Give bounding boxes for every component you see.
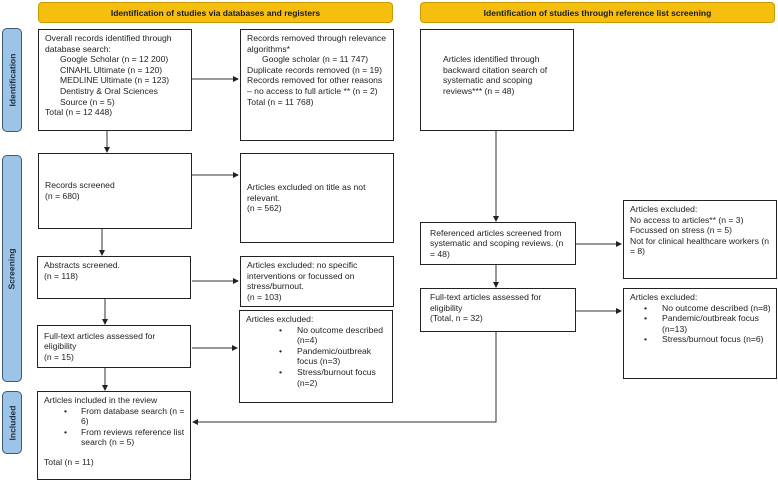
box-title: Records screened <box>45 180 115 191</box>
box-records-screened: Records screened (n = 680) <box>38 153 192 229</box>
stage-label: Included <box>7 405 18 440</box>
list-item: Pandemic/outbreak focus (n=3) <box>279 346 387 367</box>
box-ref-excluded-fulltext: Articles excluded: No outcome described … <box>623 288 777 379</box>
box-ref-fulltext: Full-text articles assessed for eligibil… <box>420 288 576 332</box>
box-title: Abstracts screened. <box>44 260 120 270</box>
box-title: Articles excluded: no specific intervent… <box>247 260 358 292</box>
header-references: Identification of studies through refere… <box>420 2 775 23</box>
header-databases: Identification of studies via databases … <box>38 2 393 23</box>
box-included: Articles included in the review From dat… <box>37 391 191 480</box>
box-line: Focussed on stress (n = 5) <box>630 225 732 236</box>
box-line: No access to articles** (n = 3) <box>630 214 744 225</box>
stage-screening: Screening <box>2 155 22 382</box>
box-records-removed: Records removed through relevance algori… <box>240 29 394 141</box>
source-item: MEDLINE Ultimate (n = 123) <box>60 75 170 86</box>
source-item: Dentistry & Oral Sciences Source (n = 5) <box>60 85 158 107</box>
box-count: (n = 103) <box>247 291 282 302</box>
included-list: From database search (n = 6) From review… <box>44 406 185 448</box>
box-title: Full-text articles assessed for eligibil… <box>44 330 156 352</box>
list-item: No outcome described (n=4) <box>279 325 387 346</box>
list-item: Stress/burnout focus (n=2) <box>279 367 387 388</box>
box-count: (n = 562) <box>247 203 282 214</box>
box-count: (n = 15) <box>44 351 74 362</box>
box-fulltext-assessed: Full-text articles assessed for eligibil… <box>37 325 191 368</box>
box-title: Articles excluded: <box>630 204 698 214</box>
box-excluded-abstracts: Articles excluded: no specific intervent… <box>240 256 394 307</box>
list-item: From reviews reference list search (n = … <box>64 427 185 448</box>
box-title: Articles included in the review <box>44 395 158 405</box>
box-count: (n = 680) <box>45 191 80 201</box>
box-total: Total (n = 11) <box>44 456 94 467</box>
box-excluded-fulltext: Articles excluded: No outcome described … <box>239 310 393 403</box>
box-total: Total (n = 12 448) <box>45 107 113 118</box>
stage-label: Screening <box>7 247 18 290</box>
stage-included: Included <box>2 391 22 454</box>
stage-label: Identification <box>7 53 18 107</box>
box-line: Records removed for other reasons – no a… <box>247 75 383 96</box>
box-total: Total (n = 11 768) <box>247 96 314 107</box>
box-line: Not for clinical healthcare workers (n =… <box>630 235 769 257</box>
box-ref-identified: Articles identified through backward cit… <box>420 29 574 131</box>
stage-identification: Identification <box>2 28 22 132</box>
arrow-ref-fulltext-to-included <box>192 332 497 425</box>
box-title: Articles identified through backward cit… <box>443 54 548 96</box>
box-title: Articles excluded on title as not releva… <box>247 182 366 203</box>
box-title: Articles excluded: <box>630 292 698 302</box>
exclusion-list: No outcome described (n=4) Pandemic/outb… <box>246 325 387 389</box>
source-item: CINAHL Ultimate (n = 120) <box>60 64 163 75</box>
box-count: (Total, n = 32) <box>430 313 483 324</box>
list-item: Stress/burnout focus (n=6) <box>644 334 771 345</box>
box-title: Overall records identified through datab… <box>45 33 172 54</box>
list-item: No outcome described (n=8) <box>644 303 771 314</box>
box-excluded-title: Articles excluded on title as not releva… <box>240 153 394 243</box>
box-title: Full-text articles assessed for eligibil… <box>430 292 542 313</box>
box-abstracts-screened: Abstracts screened. (n = 118) <box>37 256 191 299</box>
list-item: From database search (n = 6) <box>64 406 185 427</box>
box-ref-screened: Referenced articles screened from system… <box>420 222 576 265</box>
box-records-identified: Overall records identified through datab… <box>38 29 192 131</box>
box-title: Referenced articles screened from system… <box>430 227 564 259</box>
list-item: Pandemic/outbreak focus (n=13) <box>644 313 771 334</box>
source-item: Google Scholar (n = 12 200) <box>60 54 169 65</box>
box-line: Google scholar (n = 11 747) <box>262 54 369 65</box>
box-title: Articles excluded: <box>246 314 314 324</box>
box-count: (n = 118) <box>44 270 78 281</box>
box-line: Duplicate records removed (n = 19) <box>247 64 382 75</box>
exclusion-list: No outcome described (n=8) Pandemic/outb… <box>630 303 771 345</box>
box-ref-excluded-screen: Articles excluded: No access to articles… <box>623 200 777 279</box>
box-line: Records removed through relevance algori… <box>247 33 387 54</box>
